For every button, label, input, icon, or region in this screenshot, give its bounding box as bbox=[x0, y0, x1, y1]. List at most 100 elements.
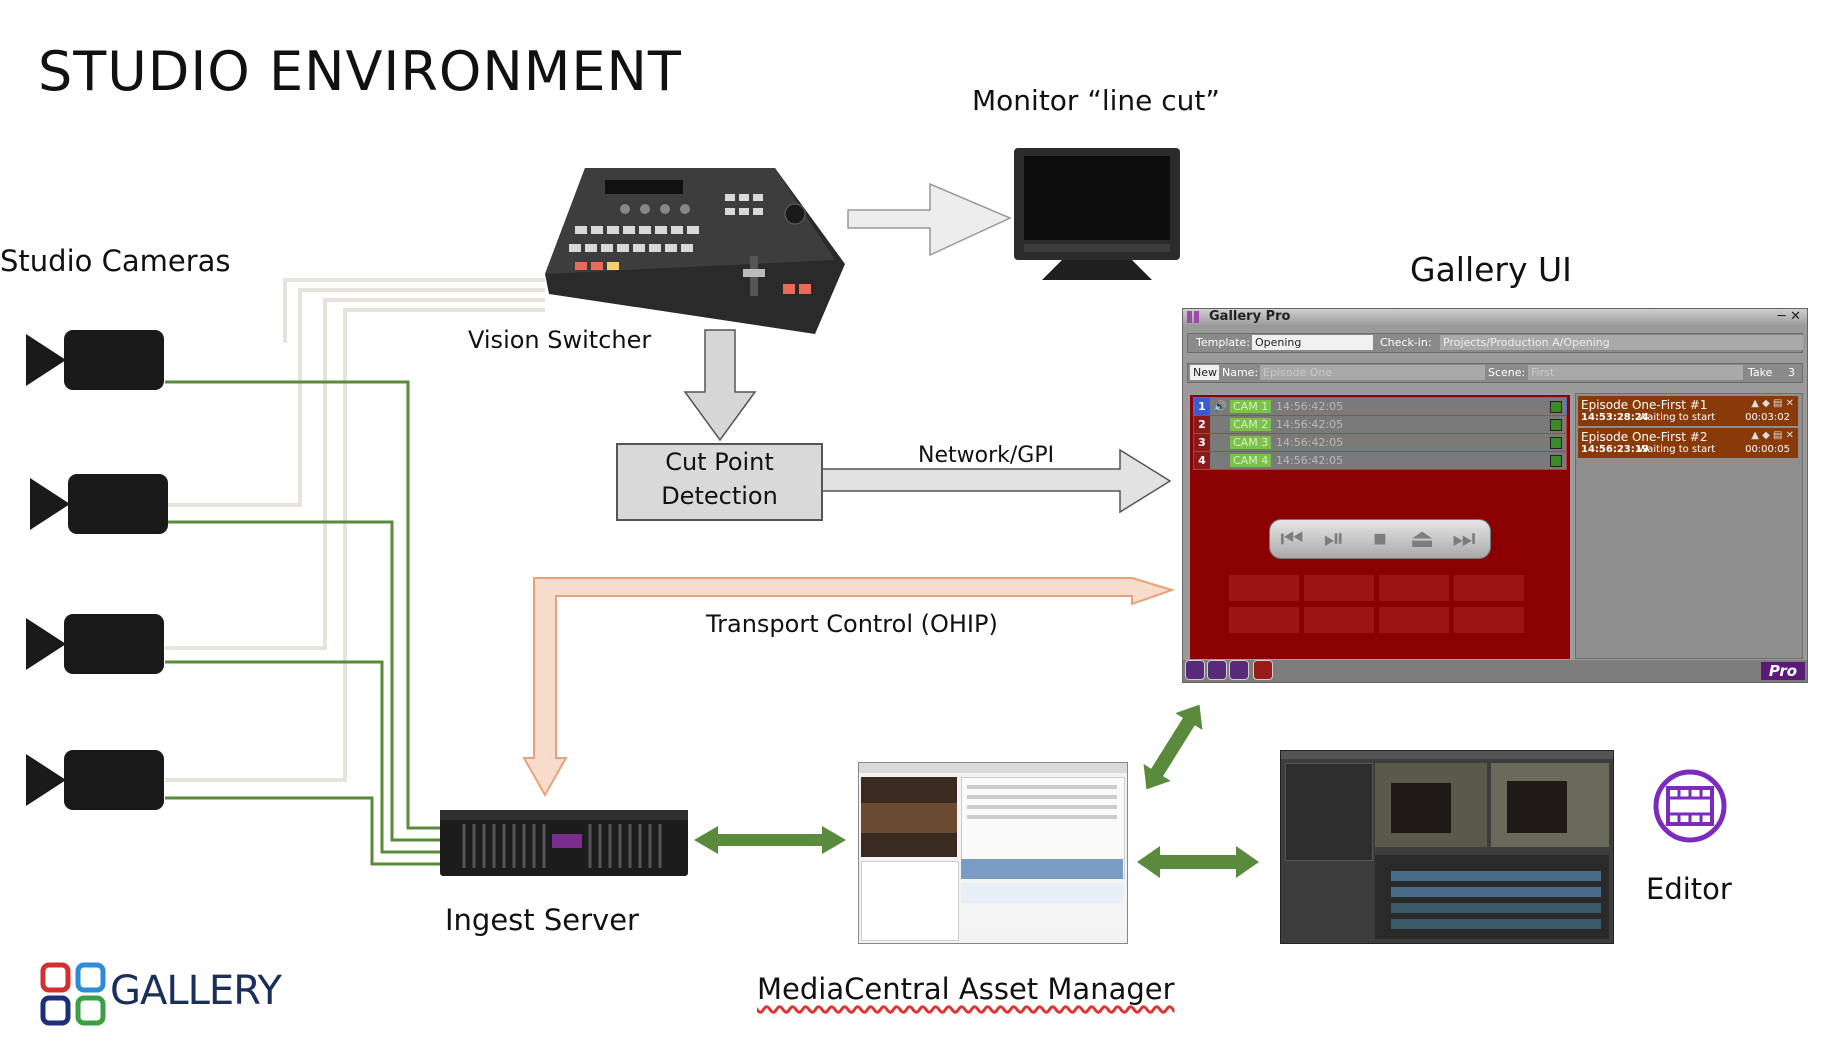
pad-button[interactable] bbox=[1229, 607, 1299, 633]
vision-switcher-icon bbox=[545, 168, 845, 334]
editor-film-icon bbox=[1653, 769, 1727, 843]
scene-label: Scene: bbox=[1488, 366, 1526, 379]
camera-timecode: 14:56:42:05 bbox=[1276, 454, 1344, 467]
camera-icon bbox=[26, 750, 164, 810]
monitor-icon bbox=[1014, 148, 1180, 280]
new-button[interactable]: New bbox=[1190, 365, 1219, 380]
network-icon[interactable] bbox=[1229, 660, 1249, 680]
gallery-ui-label: Gallery UI bbox=[1410, 250, 1572, 289]
camera4-to-switcher-wire bbox=[165, 308, 545, 782]
record-icon[interactable] bbox=[1253, 660, 1273, 680]
take-actions-icon[interactable]: ▲ ◆ ▤ ✕ bbox=[1751, 398, 1794, 409]
ingest-mediacentral-arrow bbox=[694, 826, 846, 854]
record-indicator-icon[interactable] bbox=[1550, 401, 1562, 413]
cut-point-line1: Cut Point bbox=[665, 448, 774, 476]
take-value: 3 bbox=[1788, 366, 1795, 379]
checkin-label: Check-in: bbox=[1380, 336, 1432, 349]
stop-icon[interactable]: ⏹ bbox=[1373, 524, 1387, 554]
record-indicator-icon[interactable] bbox=[1550, 419, 1562, 431]
transport-control-label: Transport Control (OHIP) bbox=[706, 610, 998, 638]
mediacentral-gallery-arrow bbox=[1143, 704, 1203, 790]
camera-row[interactable]: 4 CAM 4 14:56:42:05 bbox=[1193, 451, 1567, 470]
speaker-icon: 🔊 bbox=[1213, 400, 1227, 413]
camera-number: 3 bbox=[1194, 434, 1210, 451]
camera-tag: CAM 2 bbox=[1230, 418, 1272, 431]
grid-icon[interactable] bbox=[1185, 660, 1205, 680]
cutpoint-to-gallery-arrow bbox=[821, 448, 1172, 514]
page-title: STUDIO ENVIRONMENT bbox=[38, 40, 682, 103]
mediacentral-screenshot bbox=[858, 762, 1128, 944]
window-controls[interactable]: ─ ✕ bbox=[1777, 309, 1801, 324]
template-select[interactable]: Opening bbox=[1252, 335, 1373, 350]
name-label: Name: bbox=[1222, 366, 1259, 379]
eject-icon[interactable]: ⏏ bbox=[1409, 524, 1435, 554]
record-indicator-icon[interactable] bbox=[1550, 455, 1562, 467]
record-indicator-icon[interactable] bbox=[1550, 437, 1562, 449]
pad-button[interactable] bbox=[1454, 607, 1524, 633]
take-duration: 00:03:02 bbox=[1745, 412, 1790, 423]
camera-timecode: 14:56:42:05 bbox=[1276, 400, 1344, 413]
take-duration: 00:00:05 bbox=[1745, 444, 1790, 455]
camera-number: 1 bbox=[1194, 398, 1210, 415]
checkin-field[interactable]: Projects/Production A/Opening bbox=[1440, 335, 1803, 350]
pro-badge: Pro bbox=[1761, 662, 1805, 680]
camera2-to-switcher-wire bbox=[165, 288, 545, 507]
camera1-to-ingest-wire bbox=[165, 380, 440, 830]
monitor-label: Monitor “line cut” bbox=[972, 84, 1220, 117]
takes-panel: Episode One-First #1 ▲ ◆ ▤ ✕ 14:53:28:24… bbox=[1575, 393, 1803, 659]
camera-icon bbox=[26, 614, 164, 674]
cut-point-line2: Detection bbox=[661, 482, 778, 510]
cut-point-detection-box: Cut Point Detection bbox=[616, 443, 823, 521]
gallery-brand-logo-icon bbox=[40, 962, 106, 1026]
play-pause-icon[interactable]: ⏯ bbox=[1323, 524, 1345, 554]
take-time: 14:53:28:24 bbox=[1581, 412, 1649, 423]
take-list-item[interactable]: Episode One-First #2 ▲ ◆ ▤ ✕ 14:56:23:19… bbox=[1578, 428, 1798, 458]
camera-tag: CAM 4 bbox=[1230, 454, 1272, 467]
pad-button[interactable] bbox=[1304, 575, 1374, 601]
pad-button[interactable] bbox=[1379, 575, 1449, 601]
camera-row[interactable]: 3 CAM 3 14:56:42:05 bbox=[1193, 433, 1567, 452]
name-input[interactable]: Episode One bbox=[1260, 365, 1485, 380]
network-gpi-label: Network/GPI bbox=[918, 443, 1055, 468]
settings-icon[interactable] bbox=[1207, 660, 1227, 680]
gallery-pro-titlebar: Gallery Pro ─ ✕ bbox=[1183, 309, 1807, 325]
gallery-pro-footer: Pro bbox=[1183, 660, 1807, 682]
take-list-item[interactable]: Episode One-First #1 ▲ ◆ ▤ ✕ 14:53:28:24… bbox=[1578, 396, 1798, 426]
gallery-logo-icon bbox=[1187, 311, 1201, 323]
take-status: Waiting to start bbox=[1638, 412, 1716, 423]
transport-control-arrow bbox=[522, 577, 1176, 798]
take-title: Episode One-First #1 bbox=[1581, 398, 1708, 412]
take-status: Waiting to start bbox=[1638, 444, 1716, 455]
switcher-to-cutpoint-arrow bbox=[683, 329, 757, 442]
camera-timecode: 14:56:42:05 bbox=[1276, 418, 1344, 431]
take-actions-icon[interactable]: ▲ ◆ ▤ ✕ bbox=[1751, 430, 1794, 441]
pad-button[interactable] bbox=[1229, 575, 1299, 601]
window-title: Gallery Pro bbox=[1209, 309, 1291, 324]
gallery-pro-window: Gallery Pro ─ ✕ Template: Opening Check-… bbox=[1182, 308, 1808, 683]
mediacentral-editor-arrow bbox=[1137, 846, 1259, 878]
ingest-server-label: Ingest Server bbox=[445, 903, 639, 937]
take-row: New Name: Episode One Scene: First Take … bbox=[1187, 363, 1803, 383]
camera3-to-ingest-wire bbox=[165, 660, 440, 854]
camera-number: 4 bbox=[1194, 452, 1210, 469]
pad-button[interactable] bbox=[1304, 607, 1374, 633]
take-label: Take bbox=[1748, 366, 1773, 379]
skip-forward-icon[interactable]: ⏭ bbox=[1452, 524, 1476, 554]
camera-row[interactable]: 2 CAM 2 14:56:42:05 bbox=[1193, 415, 1567, 434]
camera-tag: CAM 3 bbox=[1230, 436, 1272, 449]
editor-screenshot bbox=[1280, 750, 1614, 944]
camera-timecode: 14:56:42:05 bbox=[1276, 436, 1344, 449]
pad-button[interactable] bbox=[1379, 607, 1449, 633]
mediacentral-text: MediaCentral Asset Manager bbox=[757, 972, 1175, 1006]
pad-button[interactable] bbox=[1454, 575, 1524, 601]
camera-row[interactable]: 1 🔊 CAM 1 14:56:42:05 bbox=[1193, 397, 1567, 416]
camera3-to-switcher-wire bbox=[165, 298, 545, 650]
template-label: Template: bbox=[1196, 336, 1250, 349]
camera-number: 2 bbox=[1194, 416, 1210, 433]
studio-cameras-label: Studio Cameras bbox=[0, 244, 231, 278]
scene-input[interactable]: First bbox=[1528, 365, 1743, 380]
skip-back-icon[interactable]: ⏮ bbox=[1280, 524, 1304, 554]
editor-label: Editor bbox=[1646, 872, 1732, 906]
camera-panel: 1 🔊 CAM 1 14:56:42:05 2 CAM 2 14:56:42:0… bbox=[1188, 393, 1572, 661]
